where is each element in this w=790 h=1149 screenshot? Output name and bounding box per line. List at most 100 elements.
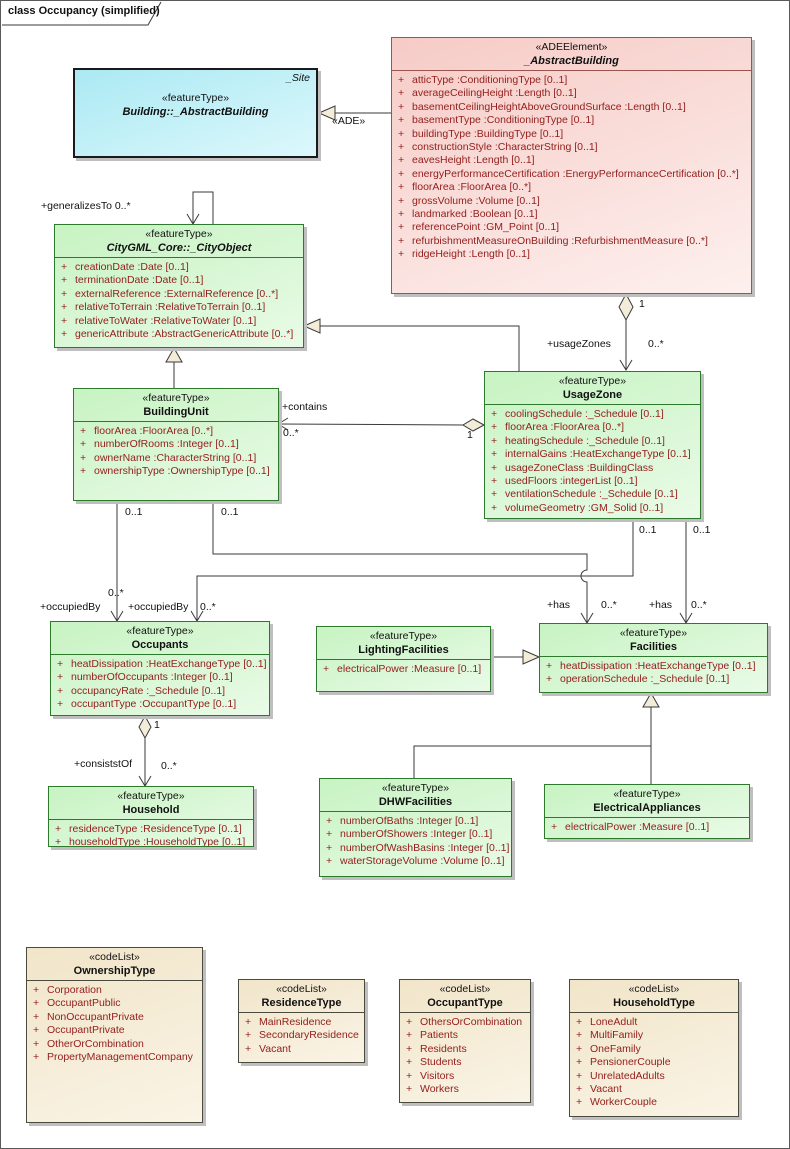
visibility-public: + xyxy=(57,684,64,697)
attribute-row: +grossVolume :Volume [0..1] xyxy=(392,195,751,208)
attribute-row: +landmarked :Boolean [0..1] xyxy=(392,208,751,221)
class-header: «featureType» Household xyxy=(49,787,253,819)
codelist-item: +NonOccupantPrivate xyxy=(27,1011,202,1024)
visibility-public: + xyxy=(80,425,87,437)
attribute-row: +averageCeilingHeight :Length [0..1] xyxy=(392,87,751,100)
attribute-row: +waterStorageVolume :Volume [0..1] xyxy=(320,855,511,868)
class-electrical-appliances[interactable]: «featureType» ElectricalAppliances +elec… xyxy=(544,784,750,839)
class-household[interactable]: «featureType» Household +residenceType :… xyxy=(48,786,254,847)
class-header: «codeList» OwnershipType xyxy=(27,948,202,980)
codelist-items: +Corporation +OccupantPublic +NonOccupan… xyxy=(27,980,202,1064)
diagram-title: class Occupancy (simplified) xyxy=(8,5,160,17)
stereotype: «featureType» xyxy=(558,375,627,387)
attribute-row: +numberOfShowers :Integer [0..1] xyxy=(320,828,511,841)
class-name: HouseholdType xyxy=(613,997,695,1009)
class-header: «featureType» Occupants xyxy=(51,622,269,654)
visibility-public: + xyxy=(398,167,405,180)
edge-label-multiplicity-zero-many: 0..* xyxy=(283,427,299,439)
edge-label-multiplicity-zero-many: 0..* xyxy=(108,587,124,599)
codelist-residence-type[interactable]: «codeList» ResidenceType +MainResidence … xyxy=(238,979,365,1063)
class-city-object[interactable]: «featureType» CityGML_Core::_CityObject … xyxy=(54,224,304,348)
class-header: «featureType» LightingFacilities xyxy=(317,627,490,659)
edge-label-multiplicity-zero-many: 0..* xyxy=(648,338,664,350)
attribute-row: +ownerName :CharacterString [0..1] xyxy=(74,452,278,465)
class-building[interactable]: _Site «featureType» Building::_AbstractB… xyxy=(73,68,318,158)
edge-label-multiplicity-one: 1 xyxy=(467,429,473,441)
visibility-public: + xyxy=(491,501,498,514)
visibility-public: + xyxy=(491,448,498,461)
attribute-row: +volumeGeometry :GM_Solid [0..1] xyxy=(485,502,700,515)
edge-label-occupied-by: +occupiedBy xyxy=(128,601,189,613)
codelist-occupant-type[interactable]: «codeList» OccupantType +OthersOrCombina… xyxy=(399,979,531,1103)
stereotype: «featureType» xyxy=(142,392,210,404)
class-facilities[interactable]: «featureType» Facilities +heatDissipatio… xyxy=(539,623,768,693)
visibility-public: + xyxy=(406,1056,413,1069)
attribute-row: +floorArea :FloorArea [0..*] xyxy=(392,181,751,194)
codelist-items: +LoneAdult +MultiFamily +OneFamily +Pens… xyxy=(570,1012,738,1110)
class-name: ResidenceType xyxy=(261,997,342,1009)
codelist-item: +UnrelatedAdults xyxy=(570,1070,738,1083)
codelist-items: +OthersOrCombination +Patients +Resident… xyxy=(400,1012,530,1096)
codelist-ownership-type[interactable]: «codeList» OwnershipType +Corporation +O… xyxy=(26,947,203,1123)
attribute-compartment: +atticType :ConditioningType [0..1] +ave… xyxy=(392,70,751,262)
visibility-public: + xyxy=(398,221,405,234)
class-name: ElectricalAppliances xyxy=(593,802,701,814)
visibility-public: + xyxy=(406,1029,413,1042)
stereotype: «codeList» xyxy=(439,983,491,995)
edge-label-ade: «ADE» xyxy=(332,115,366,127)
class-occupants[interactable]: «featureType» Occupants +heatDissipation… xyxy=(50,621,270,716)
visibility-public: + xyxy=(323,663,330,675)
codelist-household-type[interactable]: «codeList» HouseholdType +LoneAdult +Mul… xyxy=(569,979,739,1117)
visibility-public: + xyxy=(398,154,405,167)
attribute-row: +numberOfBaths :Integer [0..1] xyxy=(320,815,511,828)
edge-label-usage-zones: +usageZones xyxy=(547,338,611,350)
class-usage-zone[interactable]: «featureType» UsageZone +coolingSchedule… xyxy=(484,371,701,519)
class-header: «codeList» OccupantType xyxy=(400,980,530,1012)
class-header: «featureType» DHWFacilities xyxy=(320,779,511,811)
stereotype: «featureType» xyxy=(126,625,194,637)
attribute-compartment: +electricalPower :Measure [0..1] xyxy=(545,817,749,834)
edge-label-multiplicity-zero-one: 0..1 xyxy=(125,506,143,518)
visibility-public: + xyxy=(61,314,68,327)
attribute-row: +electricalPower :Measure [0..1] xyxy=(317,663,490,676)
attribute-row: +coolingSchedule :_Schedule [0..1] xyxy=(485,408,700,421)
class-building-unit[interactable]: «featureType» BuildingUnit +floorArea :F… xyxy=(73,388,279,501)
codelist-item: +Students xyxy=(400,1056,530,1069)
visibility-public: + xyxy=(406,1083,413,1096)
attribute-row: +basementCeilingHeightAboveGroundSurface… xyxy=(392,101,751,114)
edge-usage-zones-aggregation xyxy=(618,292,634,371)
edge-label-generalizes-to: +generalizesTo 0..* xyxy=(41,200,131,212)
visibility-public: + xyxy=(576,1029,583,1042)
codelist-item: +OtherOrCombination xyxy=(27,1038,202,1051)
codelist-item: +Residents xyxy=(400,1043,530,1056)
edge-label-consists-of: +consiststOf xyxy=(74,758,133,770)
attribute-row: +ridgeHeight :Length [0..1] xyxy=(392,248,751,261)
codelist-item: +PensionerCouple xyxy=(570,1056,738,1069)
visibility-public: + xyxy=(398,208,405,221)
visibility-public: + xyxy=(576,1016,583,1028)
visibility-public: + xyxy=(398,74,405,86)
visibility-public: + xyxy=(245,1029,252,1042)
attribute-row: +basementType :ConditioningType [0..1] xyxy=(392,114,751,127)
stereotype: «ADEElement» xyxy=(535,41,608,53)
attribute-row: +externalReference :ExternalReference [0… xyxy=(55,288,303,301)
class-lighting-facilities[interactable]: «featureType» LightingFacilities +electr… xyxy=(316,626,491,692)
codelist-item: +PropertyManagementCompany xyxy=(27,1051,202,1064)
attribute-row: +heatingSchedule :_Schedule [0..1] xyxy=(485,435,700,448)
visibility-public: + xyxy=(406,1042,413,1055)
edge-facilities-children-generalization xyxy=(413,691,660,784)
class-header: «codeList» ResidenceType xyxy=(239,980,364,1012)
attribute-compartment: +electricalPower :Measure [0..1] xyxy=(317,659,490,676)
visibility-public: + xyxy=(398,234,405,247)
attribute-row: +usedFloors :integerList [0..1] xyxy=(485,475,700,488)
class-abstract-building[interactable]: «ADEElement» _AbstractBuilding +atticTyp… xyxy=(391,37,752,294)
visibility-public: + xyxy=(491,434,498,447)
visibility-public: + xyxy=(491,408,498,420)
edge-label-contains: +contains xyxy=(282,401,328,413)
attribute-row: +constructionStyle :CharacterString [0..… xyxy=(392,141,751,154)
visibility-public: + xyxy=(576,1096,583,1109)
codelist-item: +Patients xyxy=(400,1029,530,1042)
class-name: OccupantType xyxy=(427,997,503,1009)
class-dhw-facilities[interactable]: «featureType» DHWFacilities +numberOfBat… xyxy=(319,778,512,877)
